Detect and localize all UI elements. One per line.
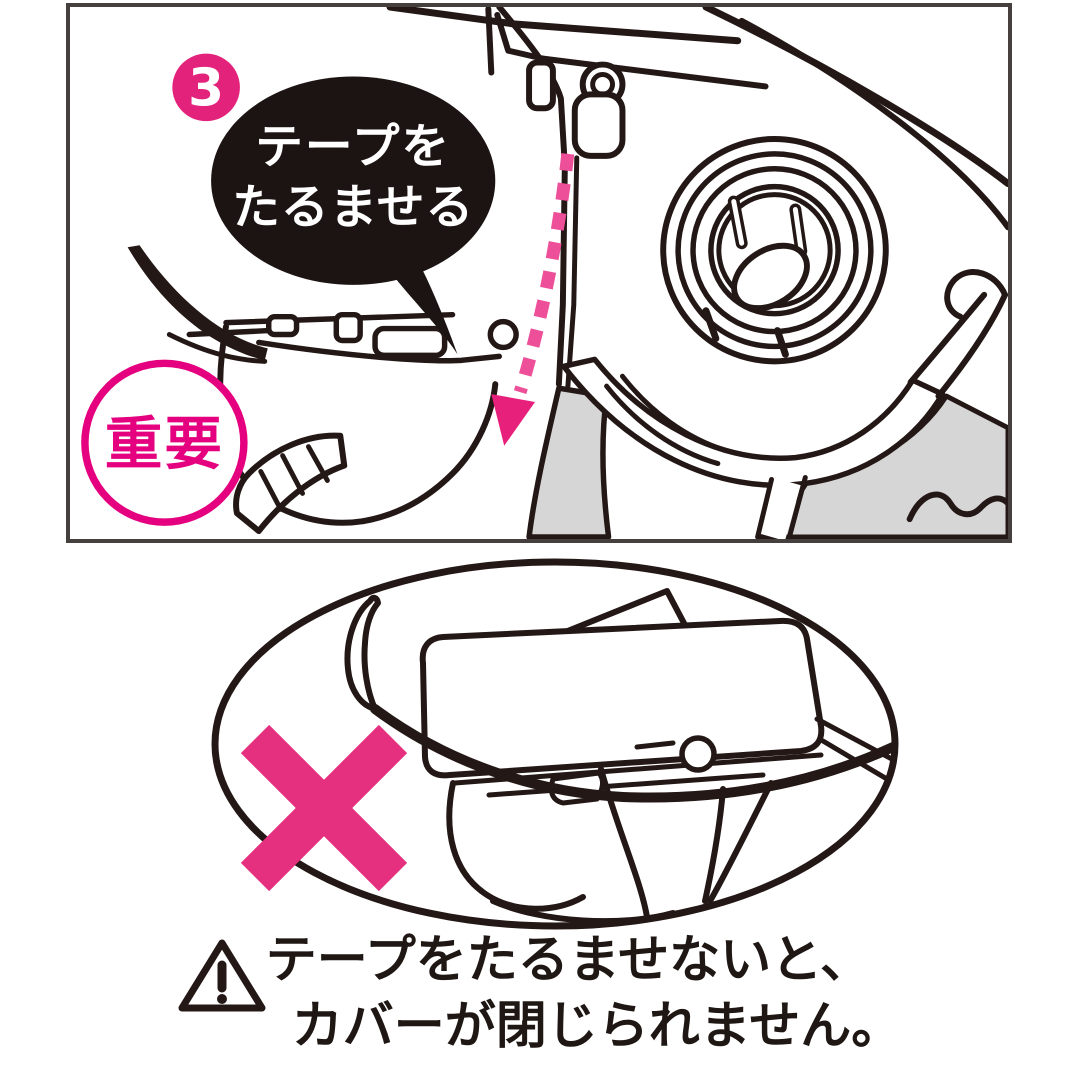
step3-line-art: テープを たるませる 3 重要 (81, 7, 1008, 539)
warning-line2: カバーが閉じられません。 (291, 997, 903, 1056)
speech-bubble-line2: たるませる (232, 180, 474, 235)
speech-bubble-line1: テープを (255, 120, 451, 175)
warning-line1: テープをたるませないと、 (265, 931, 872, 990)
bad-example-line-art (211, 558, 899, 930)
bad-example-figure (203, 551, 907, 939)
important-label: 重要 (105, 411, 224, 478)
prohibited-cross-mark (240, 724, 408, 892)
taut-tape-device-drawing (344, 588, 893, 924)
bad-example-oval (211, 558, 899, 930)
warning-triangle-icon (178, 939, 266, 1012)
device-open-cover-drawing (127, 7, 1008, 539)
important-stamp: 重要 (81, 359, 248, 526)
step-number: 3 (188, 58, 224, 118)
step3-panel: テープを たるませる 3 重要 (66, 3, 1012, 543)
slack-direction-arrow (491, 153, 575, 446)
warning-text: テープをたるませないと、 カバーが閉じられません。 (266, 928, 902, 1060)
speech-bubble-body (211, 76, 496, 285)
warning-caption: テープをたるませないと、 カバーが閉じられません。 (0, 928, 1080, 1060)
speech-bubble: テープを たるませる (211, 76, 496, 355)
step-3-badge: 3 (172, 53, 240, 122)
